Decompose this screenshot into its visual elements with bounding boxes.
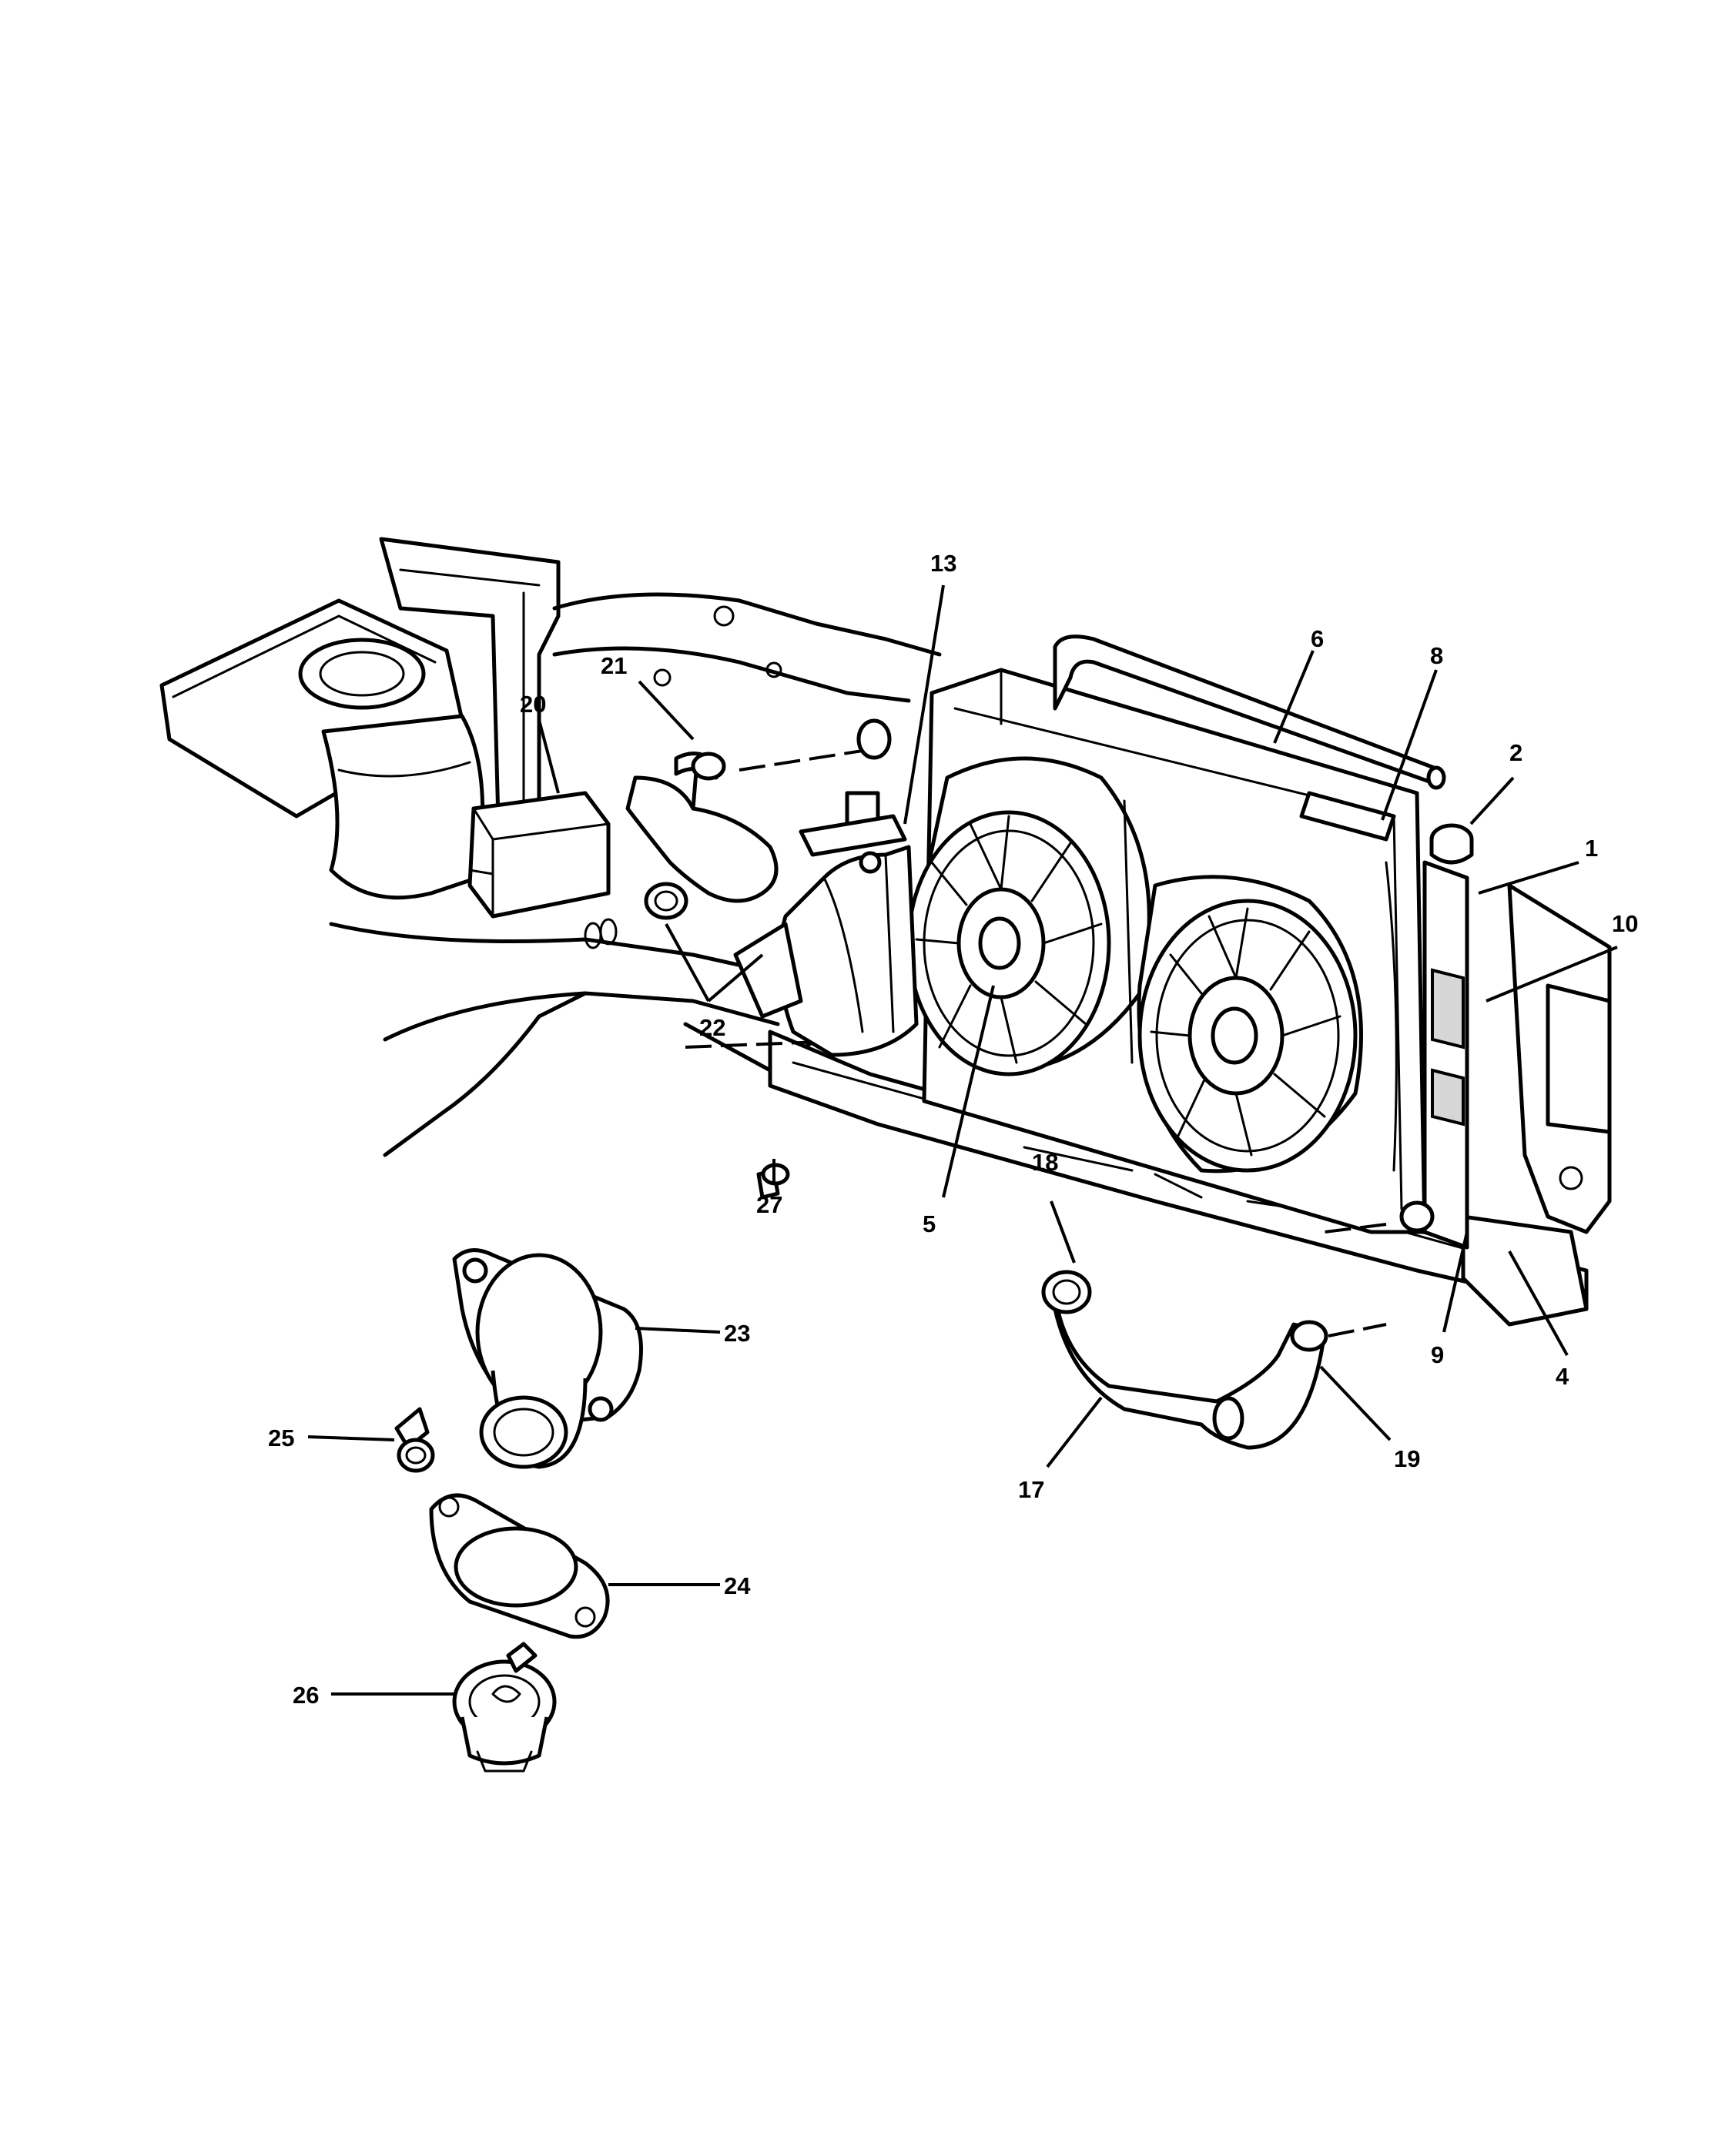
callout-26: 26 [293,1682,319,1709]
callout-18: 18 [1032,1149,1058,1176]
callout-25: 25 [268,1424,294,1451]
callout-27: 27 [756,1191,782,1218]
callout-23: 23 [724,1320,750,1347]
coolant-reservoir [733,791,919,1057]
callout-labels: 1 2 4 5 6 8 9 10 13 17 18 19 20 21 22 23… [268,550,1638,1709]
callout-10: 10 [1612,910,1638,937]
callout-13: 13 [930,550,956,577]
callout-4: 4 [1556,1363,1569,1390]
callout-6: 6 [1311,625,1324,652]
leader-lines [307,584,1618,1696]
thermostat-26 [452,1642,557,1773]
thermostat-housing-23 [452,1248,643,1469]
callout-22: 22 [699,1014,725,1041]
bolt-25 [394,1407,435,1473]
callout-24: 24 [724,1572,751,1599]
radiator-fan-assembly [906,634,1474,1250]
callout-1: 1 [1585,835,1598,862]
callout-5: 5 [923,1210,936,1237]
callout-21: 21 [601,652,627,679]
upper-radiator-hose [625,718,892,920]
callout-17: 17 [1018,1476,1044,1503]
gasket-24 [429,1493,610,1639]
callout-20: 20 [520,691,546,718]
callout-9: 9 [1431,1341,1444,1368]
lower-radiator-hose [1041,1270,1387,1450]
callout-8: 8 [1430,642,1443,669]
callout-2: 2 [1509,739,1522,766]
callout-19: 19 [1394,1445,1420,1472]
